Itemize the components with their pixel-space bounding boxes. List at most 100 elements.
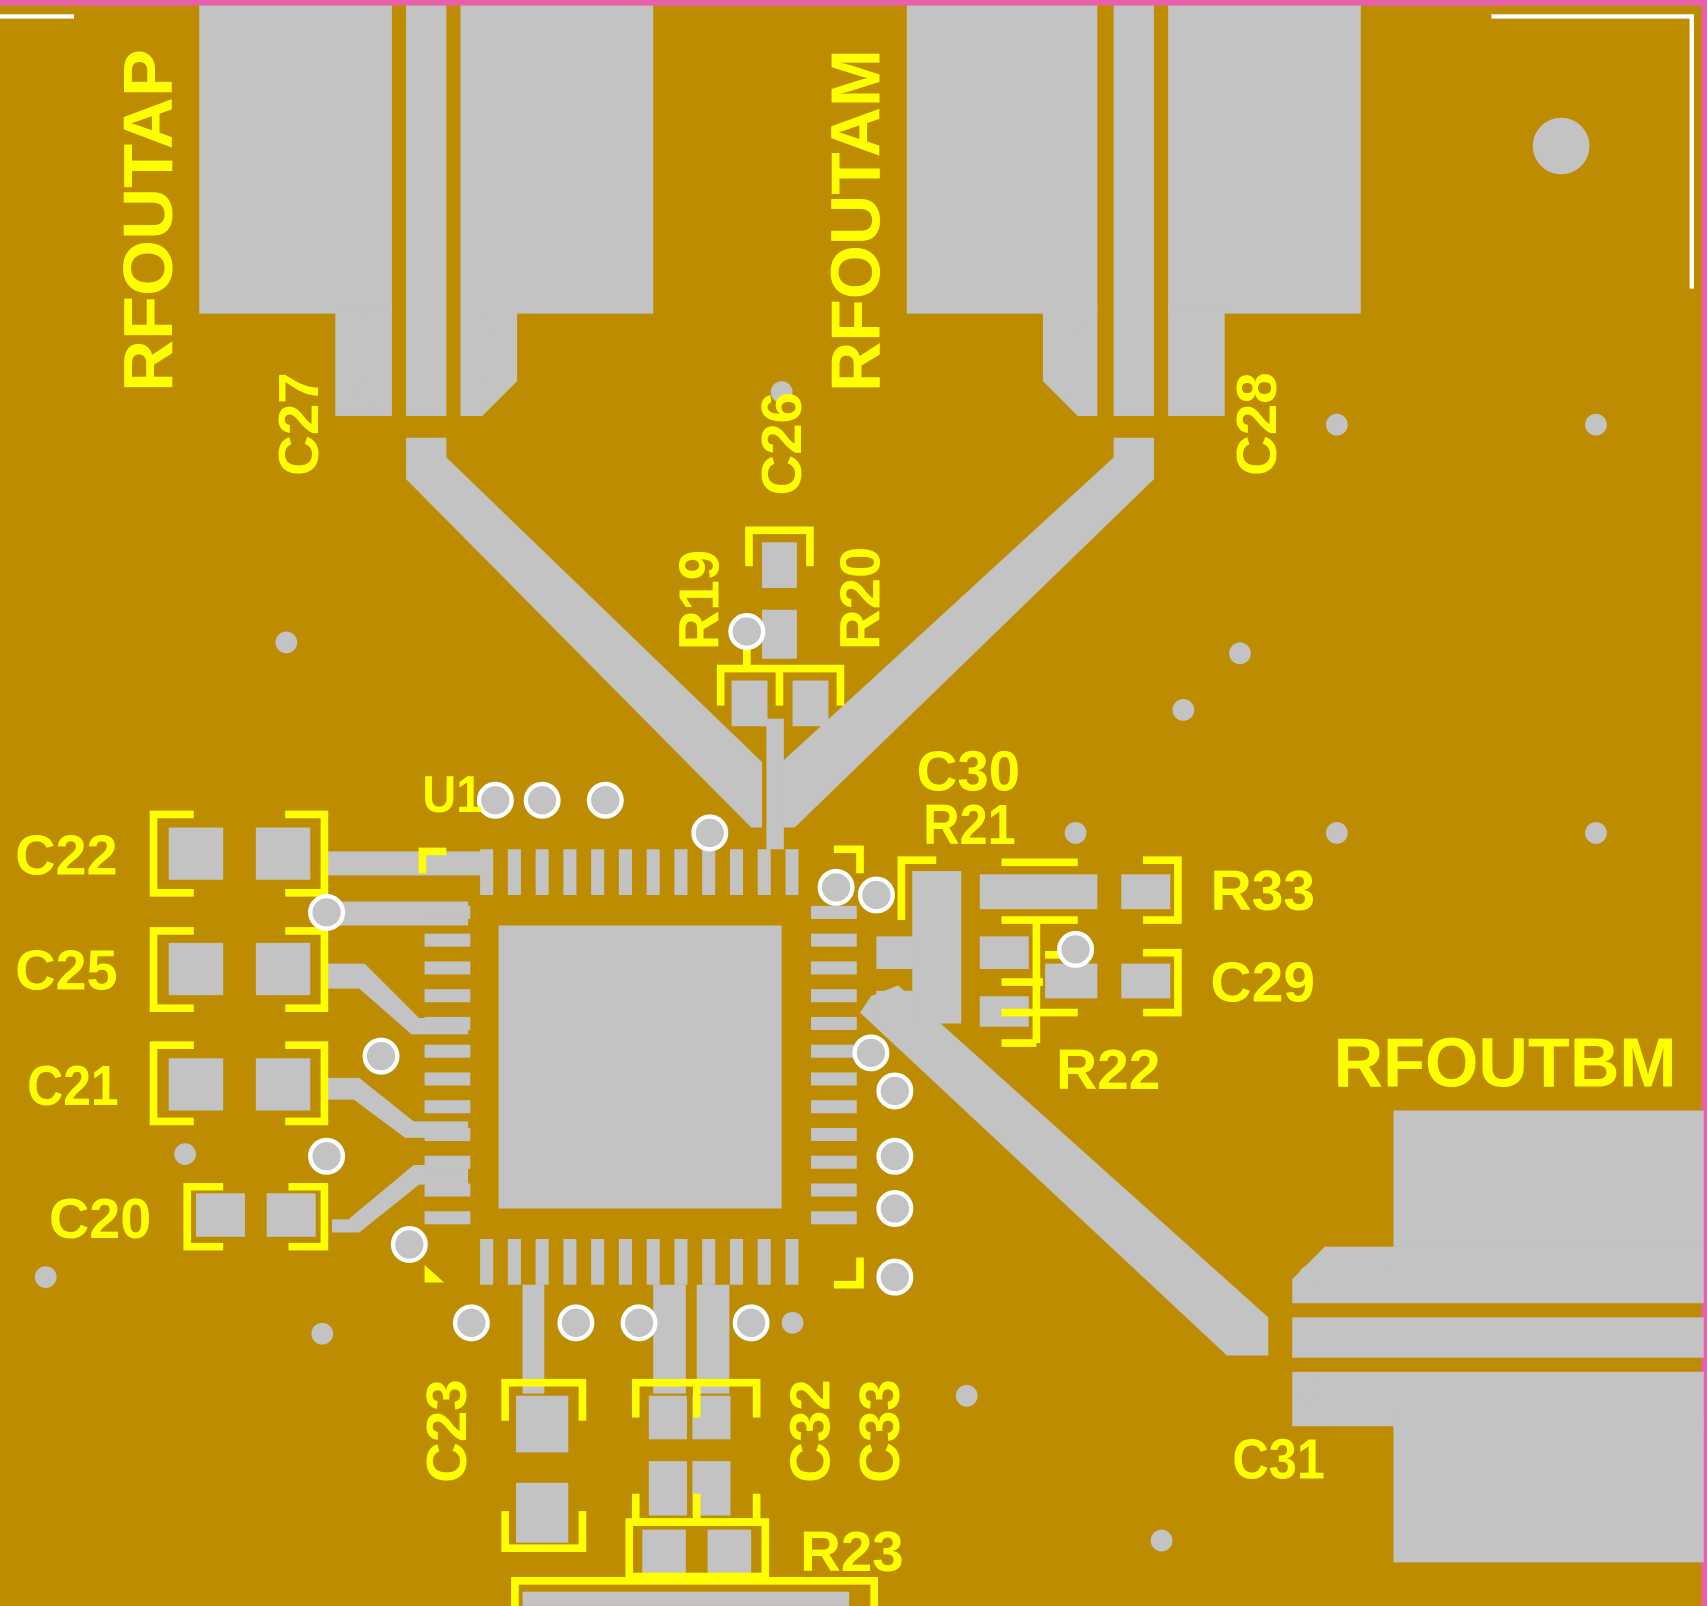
u1-pin [618, 849, 632, 895]
via [473, 381, 496, 403]
u1-pin [811, 1183, 857, 1197]
u1-thermal-pad [498, 925, 782, 1209]
u1-pin [811, 933, 857, 947]
label-c26: C26 [750, 392, 813, 495]
u1-pin [507, 849, 521, 895]
u1-pin [424, 1183, 471, 1197]
via [1057, 930, 1095, 968]
labels: RFOUTAP RFOUTAM RFOUTBM C27 C26 C28 R19 … [15, 49, 1676, 1583]
via [1183, 313, 1206, 336]
u1-pin [424, 905, 471, 919]
u1-pin [811, 1072, 857, 1086]
u1-pin [811, 961, 857, 975]
label-c27: C27 [267, 372, 330, 475]
via [523, 781, 561, 819]
u1-pin [480, 1239, 494, 1285]
left-cap-silkscreen [149, 810, 329, 1251]
u1-pin [811, 989, 857, 1003]
u1-pin [811, 1100, 857, 1114]
via [354, 381, 377, 403]
u1-pin [424, 1044, 471, 1058]
via [275, 631, 298, 654]
rfoutbm-connector-pads [1292, 1110, 1704, 1563]
via [308, 1137, 346, 1175]
via [1183, 381, 1206, 403]
via [1064, 822, 1087, 844]
u1-qfn [424, 849, 857, 1285]
label-r19: R19 [668, 550, 731, 650]
via [174, 1143, 196, 1165]
u1-pin [729, 1239, 744, 1285]
via [1063, 381, 1086, 403]
via [620, 1304, 658, 1342]
via [390, 1225, 428, 1263]
via [1150, 1529, 1173, 1552]
u1-pin [702, 1239, 716, 1285]
via [770, 381, 793, 403]
u1-pin [424, 933, 471, 947]
u1-pin [811, 1211, 857, 1225]
via [781, 1311, 804, 1334]
via [452, 1304, 490, 1342]
label-c31: C31 [1232, 1428, 1325, 1491]
via [308, 893, 346, 931]
vias [34, 117, 1607, 1552]
u1-silkscreen [418, 845, 864, 1289]
u1-pin [591, 849, 605, 895]
u1-pin [424, 1072, 471, 1086]
via [1298, 1382, 1321, 1405]
u1-pin [757, 849, 771, 895]
via [1532, 117, 1590, 175]
u1-pin [811, 1127, 857, 1142]
via [1585, 822, 1607, 844]
u1-pin [729, 849, 744, 895]
u1-pin [535, 1239, 549, 1285]
u1-pin [507, 1239, 521, 1285]
u1-pin [535, 849, 549, 895]
u1-pin [424, 989, 471, 1003]
u1-pin [785, 1239, 799, 1285]
via [1585, 413, 1607, 436]
u1-pin [480, 849, 494, 895]
via [354, 313, 377, 336]
u1-pin [424, 1100, 471, 1114]
u1-pin [424, 1016, 471, 1030]
label-c29: C29 [1211, 951, 1316, 1014]
u1-pin [674, 1239, 688, 1285]
via [1063, 313, 1086, 336]
label-rfoutbm: RFOUTBM [1334, 1024, 1677, 1102]
label-u1: U1 [422, 766, 482, 824]
u1-pin [646, 1239, 660, 1285]
label-r21: R21 [923, 793, 1016, 856]
via [1298, 1265, 1321, 1287]
label-c21: C21 [27, 1054, 118, 1117]
via [311, 1322, 334, 1345]
u1-pin [785, 849, 799, 895]
u1-pin [563, 849, 577, 895]
via [473, 313, 496, 336]
left-cap-pads [168, 827, 316, 1237]
via [586, 781, 624, 819]
via [728, 613, 766, 651]
via [1325, 822, 1348, 844]
via [876, 1137, 914, 1175]
via [876, 1258, 914, 1296]
via [1371, 1382, 1394, 1405]
u1-pin [811, 905, 857, 919]
via [476, 781, 514, 819]
right-passive-silkscreen [897, 856, 1182, 1047]
u1-pin [811, 1044, 857, 1058]
u1-pin [424, 1155, 471, 1169]
u1-pin [757, 1239, 771, 1285]
u1-pin [563, 1239, 577, 1285]
via [876, 1072, 914, 1110]
u1-pin [674, 849, 688, 895]
label-c25: C25 [15, 939, 117, 1002]
via [732, 1304, 770, 1342]
traces [326, 437, 1269, 1394]
label-c33: C33 [848, 1379, 911, 1482]
label-r23: R23 [800, 1520, 903, 1583]
via [34, 1266, 57, 1288]
via [1229, 642, 1251, 665]
